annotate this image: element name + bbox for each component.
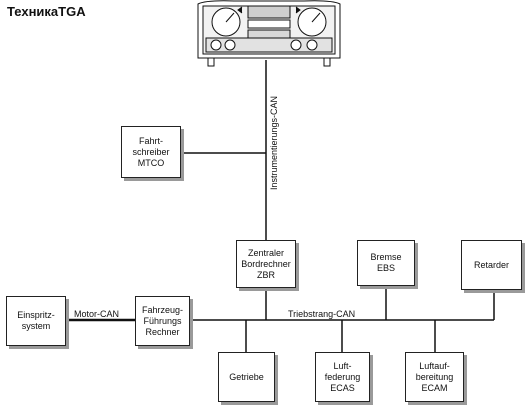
injection-label: Einspritz- system <box>17 310 55 331</box>
instrument-can-label: Instrumentierungs-CAN <box>269 95 279 190</box>
ecam-box: Luftauf- bereitung ECAM <box>405 352 464 402</box>
motor-can-label: Motor-CAN <box>74 309 120 319</box>
gearbox-label: Getriebe <box>229 371 264 382</box>
drivetrain-can-label: Triebstrang-CAN <box>288 309 356 319</box>
ffr-label: Fahrzeug- Führungs Rechner <box>141 304 184 337</box>
ecas-label: Luft- federung ECAS <box>324 360 361 393</box>
retarder-box: Retarder <box>461 240 522 290</box>
gearbox-box: Getriebe <box>218 352 275 402</box>
zbr-label: Zentraler Bordrechner ZBR <box>241 247 291 280</box>
ebs-box: Bremse EBS <box>357 240 415 286</box>
tachograph-label: Fahrt- schreiber MTCO <box>132 135 170 168</box>
instrument-cluster-icon <box>197 0 341 67</box>
zbr-box: Zentraler Bordrechner ZBR <box>236 240 296 288</box>
retarder-label: Retarder <box>473 259 509 270</box>
ecam-label: Luftauf- bereitung ECAM <box>415 360 454 393</box>
tachograph-box: Fahrt- schreiber MTCO <box>121 126 181 178</box>
ffr-box: Fahrzeug- Führungs Rechner <box>135 296 190 346</box>
injection-box: Einspritz- system <box>6 296 66 346</box>
ecas-box: Luft- federung ECAS <box>315 352 370 402</box>
diagram-title: ТехникаTGA <box>7 4 86 19</box>
ebs-label: Bremse EBS <box>370 252 402 273</box>
